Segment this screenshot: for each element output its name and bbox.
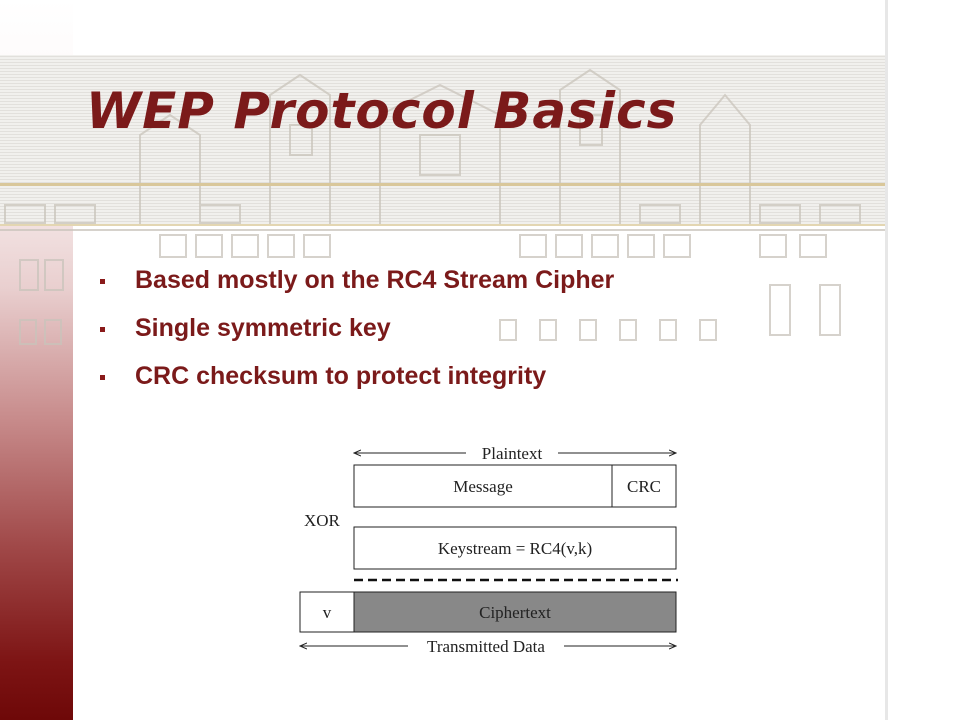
bullet-item: Single symmetric key	[100, 304, 614, 352]
header-divider-lower	[0, 224, 885, 226]
bullet-text: Single symmetric key	[135, 313, 391, 342]
square-bullet-icon	[100, 326, 105, 332]
bullet-item: CRC checksum to protect integrity	[100, 352, 614, 400]
message-box	[353, 464, 677, 508]
keystream-label: Keystream = RC4(v,k)	[438, 539, 592, 558]
right-edge-rule	[885, 0, 888, 720]
slide-title: WEP Protocol Basics	[86, 82, 678, 140]
transmitted-data-label: Transmitted Data	[427, 637, 545, 656]
header-background	[0, 55, 885, 225]
bullet-item: Based mostly on the RC4 Stream Cipher	[100, 256, 614, 304]
bullet-list: Based mostly on the RC4 Stream Cipher Si…	[100, 256, 614, 400]
square-bullet-icon	[100, 374, 105, 380]
message-label: Message	[453, 477, 512, 496]
plaintext-label: Plaintext	[482, 444, 543, 463]
xor-label: XOR	[304, 511, 341, 530]
iv-label: v	[323, 603, 332, 622]
ciphertext-box	[353, 591, 677, 633]
header-divider	[0, 183, 885, 186]
square-bullet-icon	[100, 278, 105, 284]
ciphertext-label: Ciphertext	[479, 603, 551, 622]
crc-label: CRC	[627, 477, 661, 496]
keystream-box	[353, 526, 677, 570]
wep-encryption-diagram: Plaintext Message CRC XOR Keystream = RC…	[296, 435, 686, 660]
bullet-text: CRC checksum to protect integrity	[135, 361, 547, 390]
bullet-text: Based mostly on the RC4 Stream Cipher	[135, 265, 615, 294]
iv-box	[299, 591, 355, 633]
